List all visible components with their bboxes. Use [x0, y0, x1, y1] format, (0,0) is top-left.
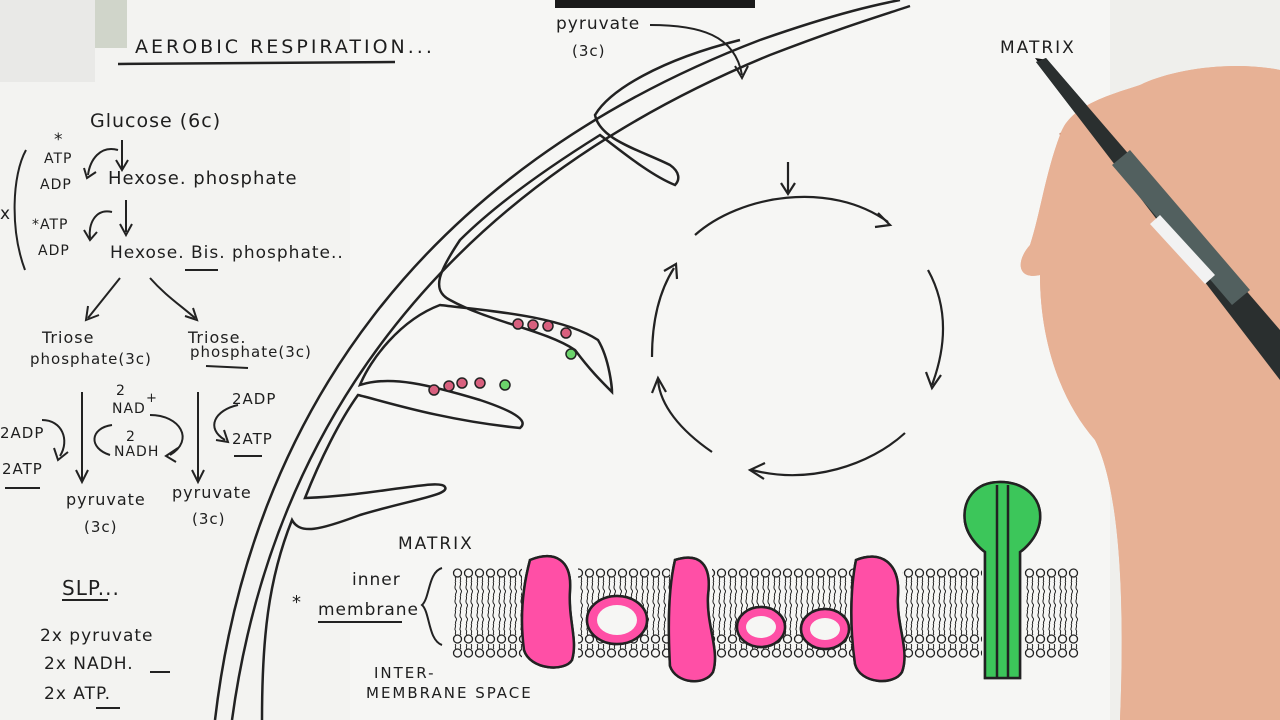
- pyruvate-left: pyruvate: [66, 490, 146, 509]
- carrier-dots-upper: [512, 318, 577, 360]
- inner-membrane-cristae: [260, 38, 741, 720]
- slp-heading: SLP...: [62, 576, 120, 600]
- left-2adp: 2ADP: [0, 424, 45, 442]
- glucose-label: Glucose (6c): [90, 110, 222, 132]
- slp-line-atp: 2x ATP.: [44, 684, 111, 704]
- adp-1-label: ADP: [40, 177, 72, 193]
- slp-line-nadh: 2x NADH.: [44, 654, 134, 674]
- matrix-label-top: MATRIX: [1000, 38, 1076, 58]
- outer-membrane-inner-line: [230, 4, 911, 720]
- glycolysis-arrows: [13, 140, 239, 485]
- pyruvate-entry-label: pyruvate: [556, 14, 641, 34]
- star-mark: *: [292, 592, 302, 613]
- title-paper-strip: [95, 0, 350, 85]
- triose-left-line1: Triose: [42, 328, 95, 347]
- hexose-phosphate-label: Hexose. phosphate: [108, 168, 298, 189]
- left-paper-sheet: [0, 82, 350, 720]
- top-dark-strip: [555, 0, 755, 8]
- intermembrane-label-1: INTER-: [374, 664, 436, 682]
- left-2atp: 2ATP: [2, 460, 43, 478]
- nad-plus: +: [146, 391, 158, 406]
- atp-1-label: ATP: [44, 151, 73, 167]
- carrier-dots-lower: [428, 377, 511, 396]
- pyruvate-right: pyruvate: [172, 483, 252, 502]
- inner-label: inner: [352, 570, 401, 590]
- matrix-label-membrane: MATRIX: [398, 534, 474, 554]
- pyruvate-right-carbons: (3c): [192, 510, 226, 528]
- intermembrane-label-2: MEMBRANE SPACE: [366, 684, 533, 702]
- tape-corner: [95, 0, 127, 48]
- pyruvate-entry-carbons: (3c): [572, 42, 606, 60]
- krebs-cycle-arrows: [650, 162, 945, 480]
- adp-2-label: ADP: [38, 243, 70, 259]
- pyruvate-left-carbons: (3c): [84, 518, 118, 536]
- membrane-label: membrane: [318, 600, 420, 620]
- triose-left-line2: phosphate(3c): [30, 350, 152, 368]
- nad-number: 2: [116, 383, 126, 399]
- atp-star-1: *: [54, 130, 64, 150]
- x-mark: x: [0, 204, 12, 224]
- outer-membrane: [213, 0, 901, 720]
- triose-right-line2: phosphate(3c): [190, 343, 312, 361]
- hexose-bisphosphate-label: Hexose. Bis. phosphate..: [110, 243, 344, 263]
- right-2adp: 2ADP: [232, 390, 277, 408]
- slp-line-pyruvate: 2x pyruvate: [40, 626, 154, 646]
- nadh-number: 2: [126, 429, 136, 445]
- page-title: AEROBIC RESPIRATION...: [135, 36, 435, 58]
- atp-2-label: *ATP: [32, 217, 69, 233]
- nadh-label: NADH: [114, 444, 160, 460]
- triose-right-line1: Triose.: [188, 328, 247, 347]
- nad-label: NAD: [112, 401, 146, 417]
- right-2atp: 2ATP: [232, 430, 273, 448]
